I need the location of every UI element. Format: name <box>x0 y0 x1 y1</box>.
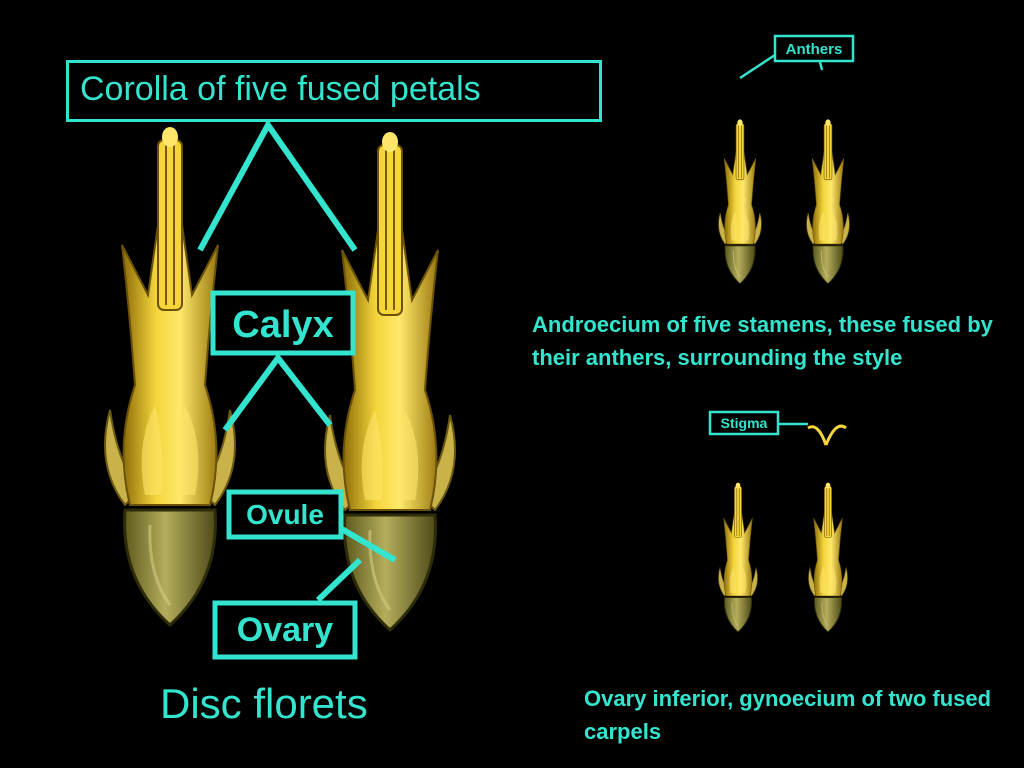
small-floret-2 <box>806 118 850 285</box>
corolla-label: Corolla of five fused petals <box>80 70 481 108</box>
calyx-label: Calyx <box>232 304 333 346</box>
anthers-label: Anthers <box>786 41 843 58</box>
ovary-label: Ovary <box>237 611 333 649</box>
androecium-caption: Androecium of five stamens, these fused … <box>532 312 993 370</box>
label-boxes <box>210 34 855 660</box>
large-floret-left <box>103 125 237 627</box>
corolla-label-box <box>66 60 602 122</box>
ovule-label: Ovule <box>246 499 324 530</box>
small-floret-1 <box>718 118 762 285</box>
disc-florets-title: Disc florets <box>160 680 368 727</box>
stigma-label: Stigma <box>721 415 768 431</box>
small-floret-4 <box>808 482 848 633</box>
leader-lines <box>197 119 397 603</box>
ovary-inferior-caption: Ovary inferior, gynoecium of two fused c… <box>584 686 992 744</box>
small-floret-3 <box>718 482 758 633</box>
